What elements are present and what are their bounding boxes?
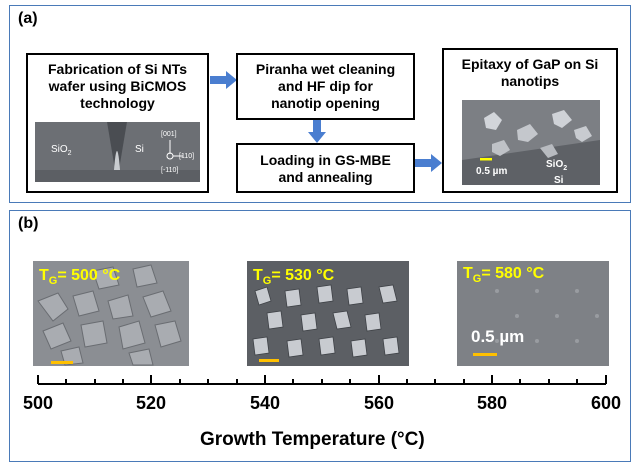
tick-label-500: 500	[22, 393, 54, 413]
si-nanotip-sem-image: SiO2 Si [001] [110] [-110]	[35, 122, 200, 182]
scale-label-580: 0.5 µm	[471, 327, 525, 346]
tg-label-580: TG= 580 °C	[463, 265, 545, 286]
step-fabrication-box: Fabrication of Si NTs wafer using BiCMOS…	[26, 53, 209, 193]
sem-image-500c: TG= 500 °C	[33, 261, 189, 366]
epitaxy-si-label: Si	[554, 175, 564, 185]
tick-label-520: 520	[135, 393, 167, 413]
step-epitaxy-box: Epitaxy of GaP on Si nanotips 0.5 µm SiO…	[442, 48, 618, 193]
panel-b-label: (b)	[18, 215, 39, 232]
step-cleaning-line-3: nanotip opening	[271, 95, 380, 111]
step-fabrication-line-1: Fabrication of Si NTs	[48, 61, 187, 77]
nanotip-cross-section-drawing	[35, 122, 200, 182]
tick-label-600: 600	[590, 393, 622, 413]
axis-title: Growth Temperature (°C)	[200, 429, 425, 450]
epitaxy-scale-label: 0.5 µm	[476, 166, 508, 177]
arrow-step1-to-step2	[210, 71, 237, 89]
step-cleaning-line-2: and HF dip for	[278, 78, 373, 94]
step-loading-line-1: Loading in GS-MBE	[260, 152, 391, 168]
sio2-label: SiO2	[51, 144, 72, 157]
step-epitaxy-line-1: Epitaxy of GaP on Si	[461, 56, 599, 72]
axis-m110-label: [-110]	[161, 167, 179, 174]
tg-label-500: TG= 500 °C	[39, 267, 121, 288]
step-cleaning-line-1: Piranha wet cleaning	[255, 61, 396, 77]
polycrystalline-texture	[33, 261, 189, 366]
step-epitaxy-line-2: nanotips	[500, 73, 560, 89]
epitaxy-sio2-label: SiO2	[546, 159, 568, 172]
tick-label-560: 560	[363, 393, 395, 413]
arrow-step3-to-step4	[415, 154, 442, 172]
tick-label-580: 580	[476, 393, 508, 413]
temperature-axis	[37, 375, 607, 385]
axis-001-label: [001]	[161, 131, 177, 138]
step-fabrication-line-3: technology	[80, 95, 155, 111]
gap-crystals-drawing	[462, 100, 600, 185]
step-loading-box: Loading in GS-MBE and annealing	[236, 143, 415, 193]
sem-image-530c: TG= 530 °C	[247, 261, 409, 366]
panel-b: (b) TG= 500 °C	[9, 210, 631, 462]
sem-image-580c: TG= 580 °C 0.5 µm	[457, 261, 609, 366]
tick-label-540: 540	[249, 393, 281, 413]
arrow-step2-to-step3	[308, 120, 326, 143]
tg-label-530: TG= 530 °C	[253, 267, 335, 288]
si-label: Si	[135, 144, 144, 155]
axis-110-label: [110]	[179, 153, 195, 160]
gap-on-si-sem-image: 0.5 µm SiO2 Si	[462, 100, 600, 185]
step-fabrication-line-2: wafer using BiCMOS	[48, 78, 187, 94]
panel-a: (a) Fabrication of Si NTs wafer using Bi…	[9, 5, 631, 203]
island-crystals-texture	[247, 261, 409, 366]
step-loading-line-2: and annealing	[278, 169, 373, 185]
panel-a-label: (a)	[18, 10, 38, 27]
step-cleaning-box: Piranha wet cleaning and HF dip for nano…	[236, 53, 415, 120]
bare-surface-texture	[457, 261, 609, 366]
